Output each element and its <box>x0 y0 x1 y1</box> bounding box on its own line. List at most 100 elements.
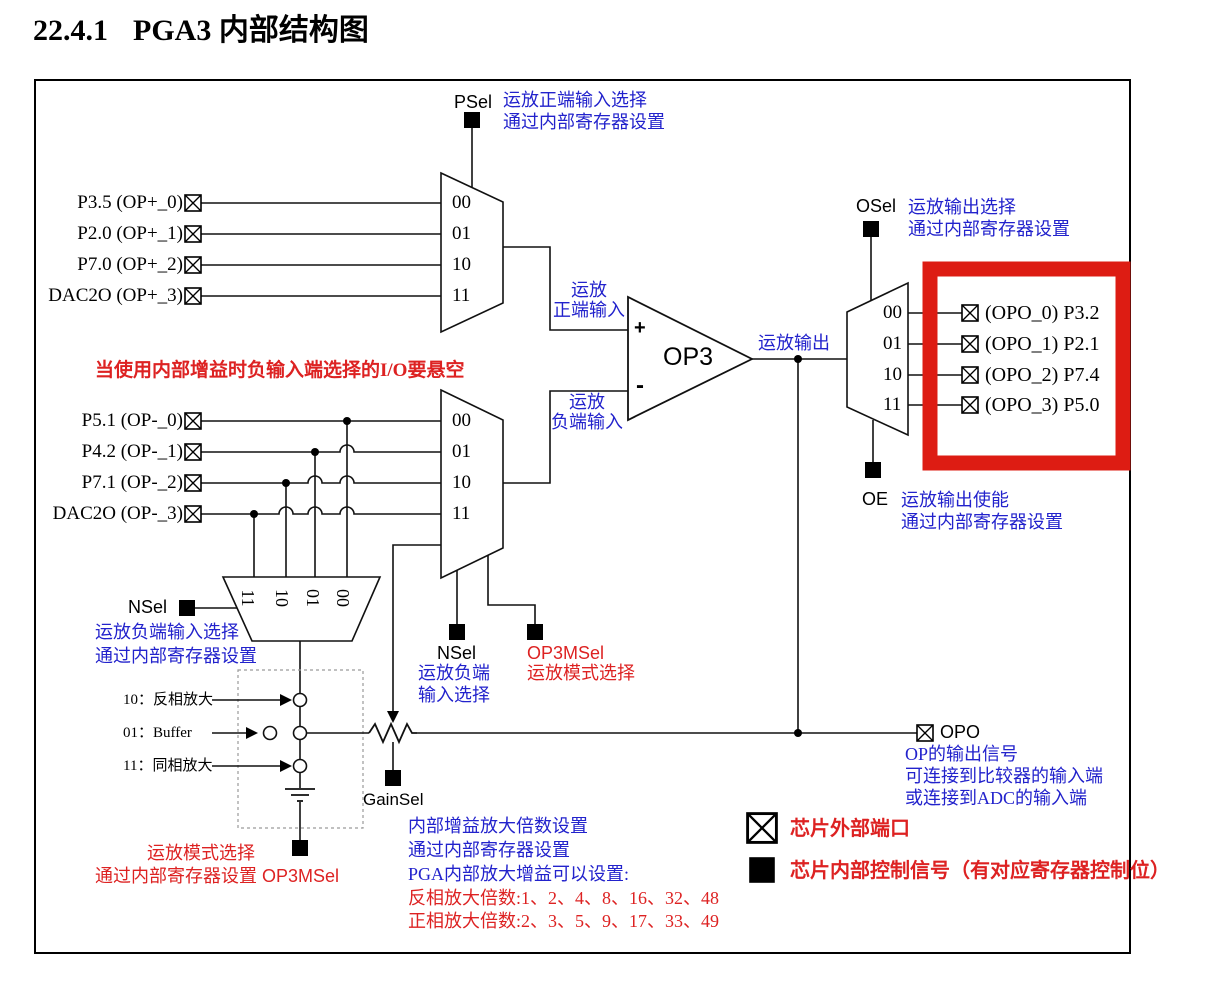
external-port-icon <box>184 474 202 492</box>
opo-desc-2: 可连接到比较器的输入端 <box>905 766 1103 786</box>
opamp-name: OP3 <box>663 343 714 371</box>
pos-mux-code-10: 10 <box>452 254 471 275</box>
external-port-icon <box>184 256 202 274</box>
pos-wire-label: 运放 正端输入 <box>553 280 625 321</box>
osel-label: OSel <box>856 196 897 216</box>
external-port-icon <box>961 335 979 353</box>
nsel-mux <box>221 576 382 642</box>
pos-pin-0: P3.5 (OP+_0) <box>77 192 183 213</box>
nsel-left-desc-1: 运放负端输入选择 <box>95 622 239 642</box>
nsel-mid-label: NSel <box>437 643 477 663</box>
nsel-mux-code-11: 11 <box>238 589 258 606</box>
osel-desc-1: 运放输出选择 <box>908 197 1016 217</box>
pos-pin-3: DAC2O (OP+_3) <box>48 285 183 306</box>
gainsel-desc-blue-1: 内部增益放大倍数设置 <box>408 816 588 836</box>
neg-mux-code-11: 11 <box>452 503 471 524</box>
legend-internal-signal-icon <box>749 857 775 883</box>
external-port-icon <box>184 225 202 243</box>
neg-mux-code-10: 10 <box>452 472 471 493</box>
nsel-signal-icon <box>179 600 195 616</box>
pos-pin-1: P2.0 (OP+_1) <box>77 223 183 244</box>
positive-input-mux <box>440 171 504 334</box>
osel-desc-2: 通过内部寄存器设置 <box>908 219 1070 239</box>
neg-wire-label: 运放 负端输入 <box>551 392 623 433</box>
junction-dots-out <box>794 355 802 737</box>
mode-switch-wires <box>212 699 369 840</box>
mode-switch-contacts <box>262 692 308 774</box>
external-port-icon <box>961 366 979 384</box>
gainsel-signal-icon <box>385 770 401 786</box>
positive-input-wires <box>201 128 628 331</box>
psel-desc-1: 运放正端输入选择 <box>503 90 647 110</box>
legend-internal-label: 芯片内部控制信号（有对应寄存器控制位） <box>790 860 1170 882</box>
gainsel-desc-red-2: 正相放大倍数:2、3、5、9、17、33、49 <box>408 911 719 931</box>
gainsel-label: GainSel <box>363 790 424 809</box>
neg-pin-1: P4.2 (OP-_1) <box>81 441 183 462</box>
op3msel-bottom-desc-1: 运放模式选择 <box>147 843 255 863</box>
wiper-arrow-icon <box>387 711 399 723</box>
opamp-plus-sign: + <box>634 317 646 339</box>
nsel-left-desc-2: 通过内部寄存器设置 <box>95 646 257 666</box>
external-port-icon <box>184 412 202 430</box>
opo-desc-3: 或连接到ADC的输入端 <box>905 788 1088 808</box>
op3msel-mid-desc: 运放模式选择 <box>527 663 635 683</box>
out-pin-3: (OPO_3) P5.0 <box>985 394 1100 416</box>
osel-signal-icon <box>863 221 879 237</box>
negative-input-mux <box>440 388 504 580</box>
nsel-left-label: NSel <box>128 597 168 617</box>
external-port-icon <box>961 304 979 322</box>
opo-desc-1: OP的输出信号 <box>905 744 1019 764</box>
external-port-icon <box>184 194 202 212</box>
demux-code-10: 10 <box>883 364 902 385</box>
neg-mux-code-01: 01 <box>452 441 471 462</box>
nsel-mux-code-10: 10 <box>272 589 292 607</box>
out-pin-0: (OPO_0) P3.2 <box>985 302 1100 324</box>
legend-external-label: 芯片外部端口 <box>790 818 910 840</box>
section-number: 22.4.1 <box>33 14 108 47</box>
pos-pin-2: P7.0 (OP+_2) <box>77 254 183 275</box>
oe-desc-2: 通过内部寄存器设置 <box>901 512 1063 532</box>
external-port-icon <box>961 396 979 414</box>
nsel-mux-code-00: 00 <box>333 589 353 607</box>
pos-mux-code-00: 00 <box>452 192 471 213</box>
mode-11-label: 11：同相放大 <box>123 758 213 774</box>
gainsel-desc-blue-3: PGA内部放大增益可以设置: <box>408 864 630 884</box>
pos-mux-code-01: 01 <box>452 223 471 244</box>
gainsel-desc-red-1: 反相放大倍数:1、2、4、8、16、32、48 <box>408 888 719 908</box>
gainsel-desc-blue-2: 通过内部寄存器设置 <box>408 840 570 860</box>
psel-desc-2: 通过内部寄存器设置 <box>503 112 665 132</box>
oe-desc-1: 运放输出使能 <box>901 490 1009 510</box>
junction-dots-neg <box>250 417 351 518</box>
op3msel-bottom-label: OP3MSel <box>262 866 340 886</box>
op3msel-bottom-desc-2: 通过内部寄存器设置 <box>95 866 257 886</box>
neg-pin-2: P7.1 (OP-_2) <box>81 472 183 493</box>
op3msel-bottom-signal-icon <box>292 840 308 856</box>
mode-10-label: 10：反相放大 <box>123 692 214 708</box>
external-port-icon <box>184 505 202 523</box>
red-highlight-box <box>922 261 1131 471</box>
out-pin-1: (OPO_1) P2.1 <box>985 333 1100 355</box>
oe-signal-icon <box>865 462 881 478</box>
gain-resistor <box>368 721 417 745</box>
neg-pin-3: DAC2O (OP-_3) <box>52 503 183 524</box>
nsel-mid-signal-icon <box>449 624 465 640</box>
neg-pin-0: P5.1 (OP-_0) <box>81 410 183 431</box>
psel-signal-icon <box>464 112 480 128</box>
mode-arrowheads <box>246 694 292 772</box>
op3msel-mid-signal-icon <box>527 624 543 640</box>
external-port-icon <box>184 443 202 461</box>
psel-label: PSel <box>454 92 493 112</box>
opamp-triangle <box>627 295 755 422</box>
op3msel-mid-label: OP3MSel <box>527 643 605 663</box>
opamp-minus-sign: - <box>636 372 644 399</box>
negative-input-wires <box>195 390 628 713</box>
legend-external-port-icon <box>746 812 778 844</box>
external-port-icon <box>184 287 202 305</box>
pos-mux-code-11: 11 <box>452 285 471 306</box>
demux-code-01: 01 <box>883 333 902 354</box>
output-demux <box>846 281 909 437</box>
diagram-frame <box>34 79 1131 954</box>
nsel-mux-code-01: 01 <box>303 589 323 607</box>
